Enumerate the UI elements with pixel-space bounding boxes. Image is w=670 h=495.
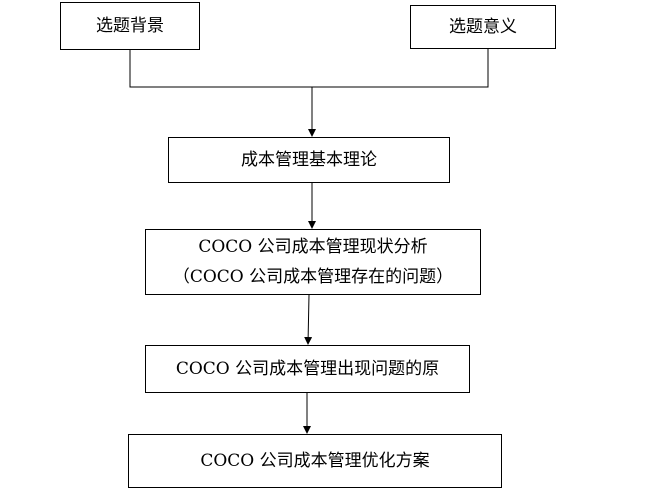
node-theory: 成本管理基本理论 [168,137,450,183]
node-status-label-line1: COCO 公司成本管理现状分析 [198,237,428,257]
node-significance: 选题意义 [410,5,556,49]
node-background-label: 选题背景 [96,16,164,36]
arrow-status-to-causes [304,294,313,345]
node-status-label-line2: （COCO 公司成本管理存在的问题） [172,267,454,287]
node-significance-label: 选题意义 [449,17,517,37]
node-optimization-label: COCO 公司成本管理优化方案 [200,451,430,471]
node-causes: COCO 公司成本管理出现问题的原 [145,345,470,393]
node-optimization: COCO 公司成本管理优化方案 [128,434,502,488]
node-theory-label: 成本管理基本理论 [241,150,377,170]
node-background: 选题背景 [60,2,200,50]
node-status: COCO 公司成本管理现状分析 （COCO 公司成本管理存在的问题） [145,229,481,295]
node-causes-label: COCO 公司成本管理出现问题的原 [175,359,440,379]
merge-connector [129,49,489,88]
